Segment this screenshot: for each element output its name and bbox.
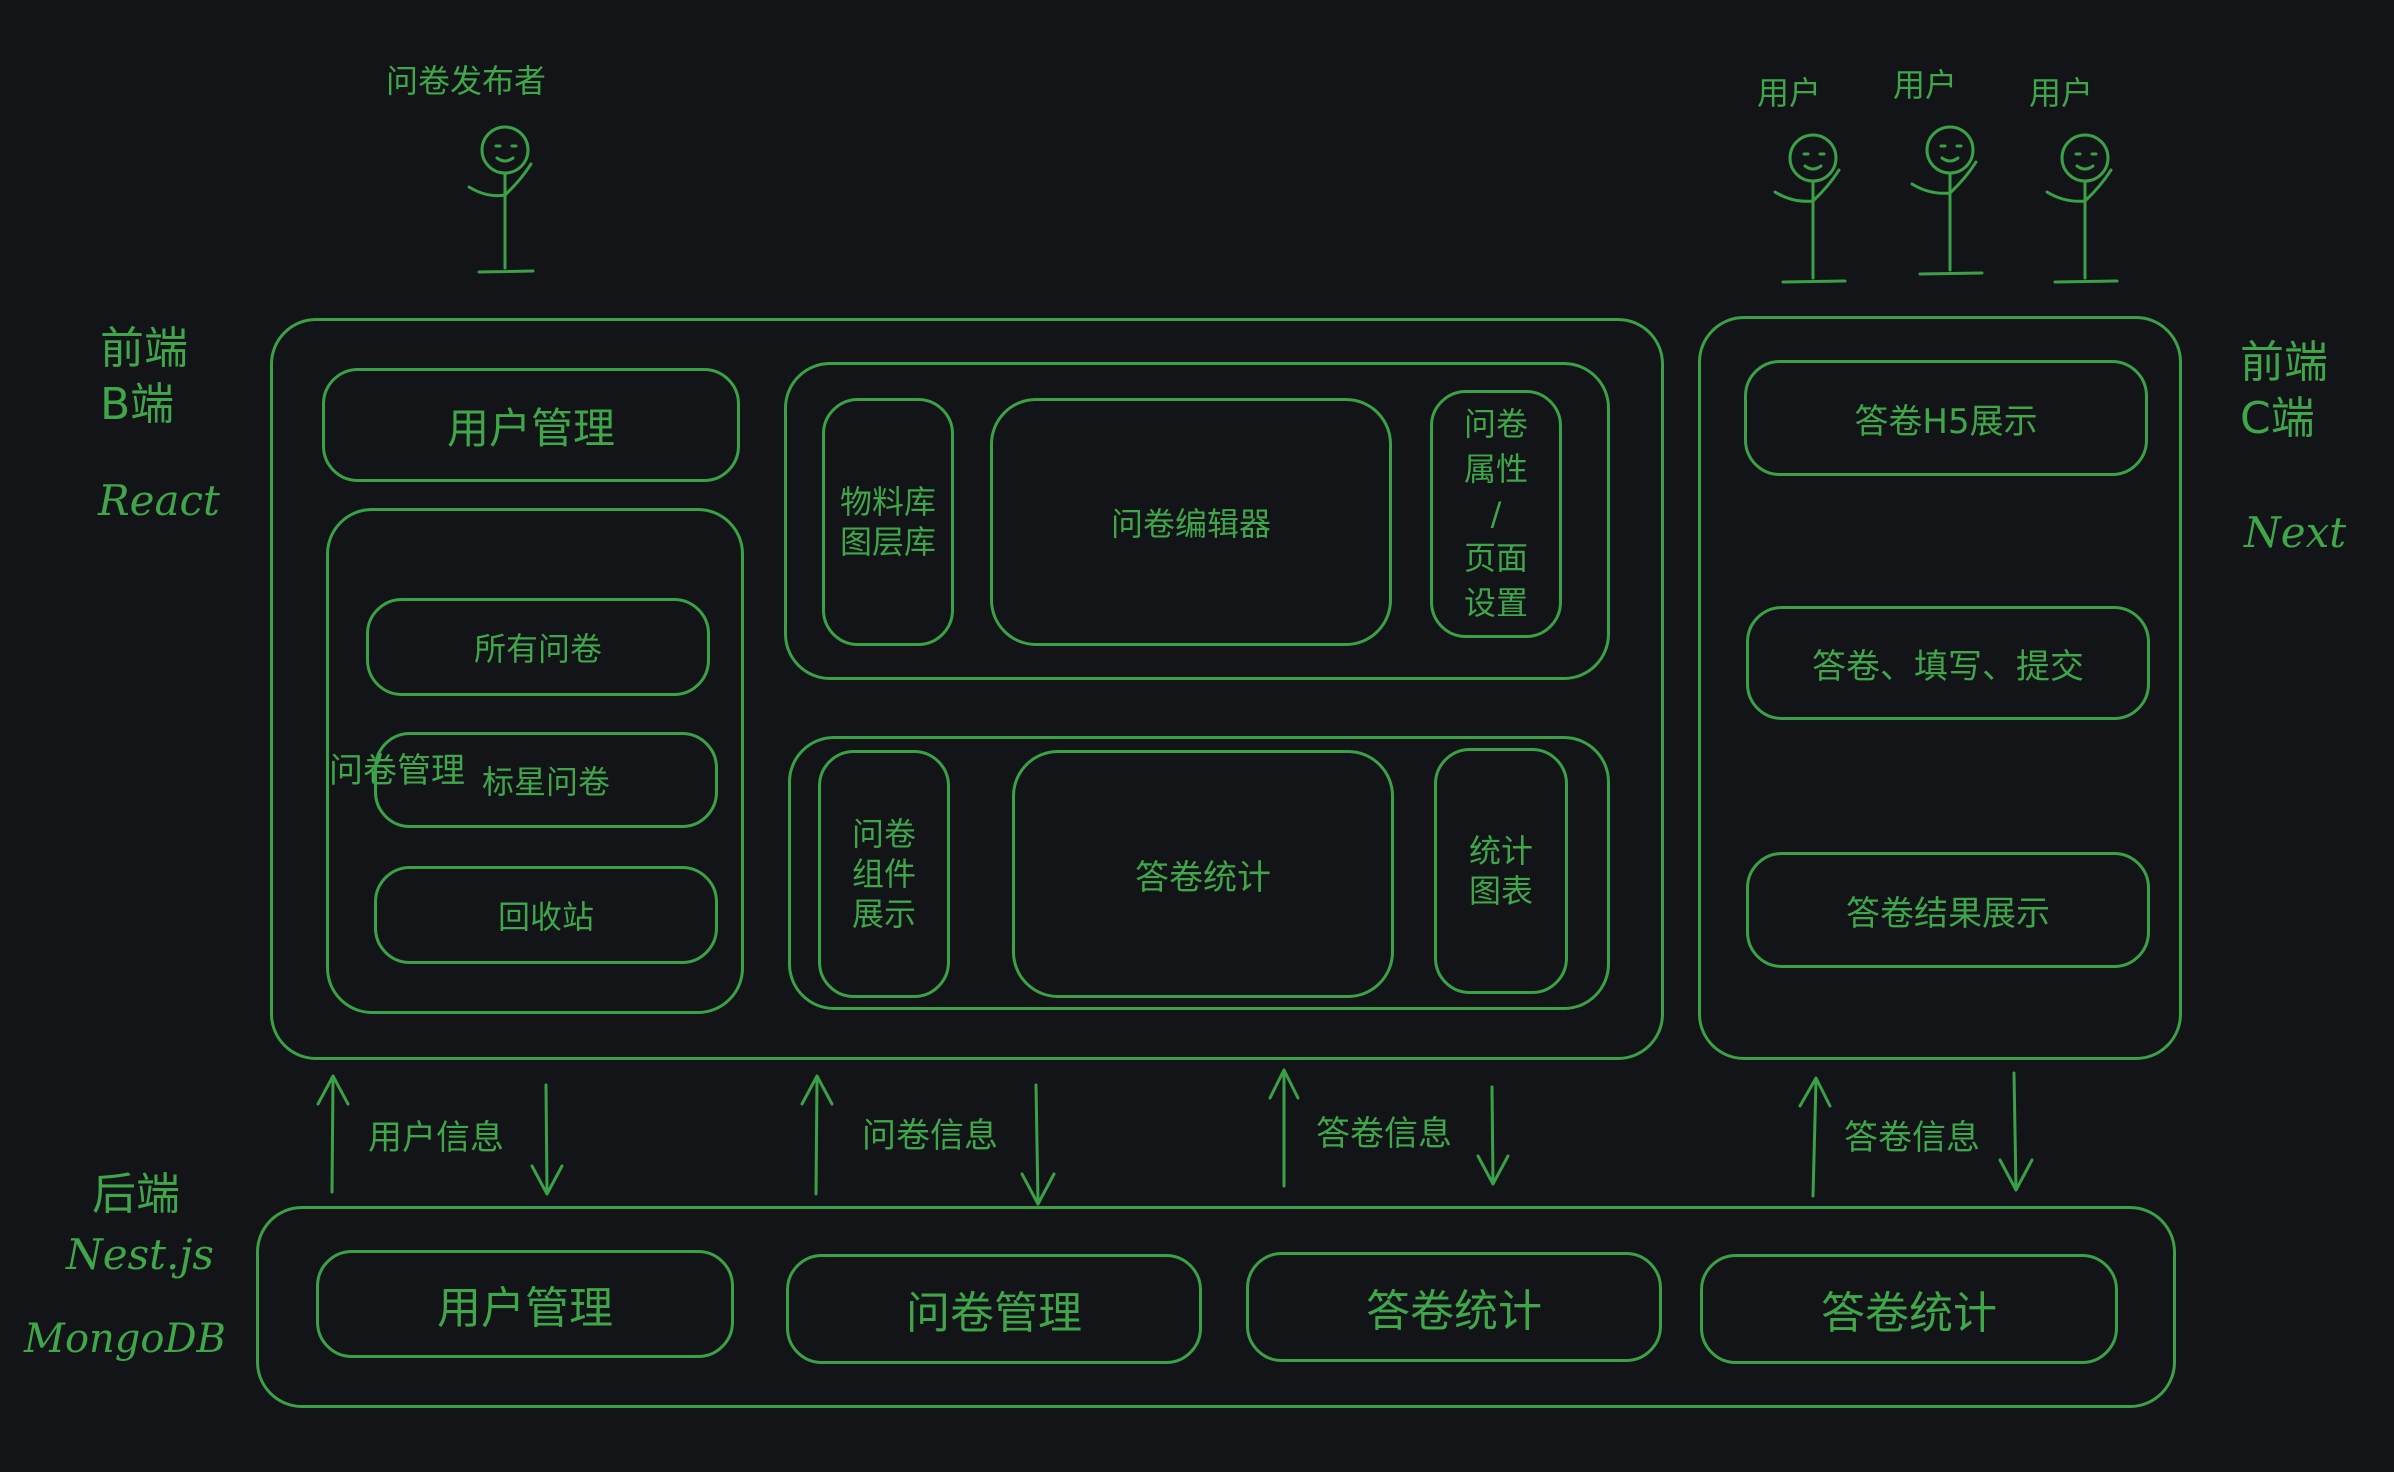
arrow-pair-user-info [316,1074,564,1196]
props-line-2: 属性 [1463,449,1528,488]
user-figure-3-icon [2045,133,2119,284]
arrow-label-survey-info: 问卷信息 [862,1116,998,1156]
arrow-pair-answer-info-1 [1268,1068,1510,1188]
arrow-up-icon [316,1074,350,1194]
mongodb-label: MongoDB [24,1316,226,1362]
answer-stats-box: 答卷统计 [1012,750,1394,998]
user-label-2: 用户 [1893,66,1958,104]
charts-line-1: 统计 [1468,832,1533,870]
result-display-box: 答卷结果展示 [1746,852,2150,968]
arrow-down-icon [530,1083,564,1196]
survey-editor-box: 问卷编辑器 [990,398,1392,646]
materials-line-2: 图层库 [839,523,936,561]
user-figure-2-icon [1910,125,1984,276]
survey-components-box: 问卷 组件 展示 [818,750,950,998]
backend-user-management: 用户管理 [316,1250,734,1358]
user-label-3: 用户 [2029,74,2094,112]
publisher-label: 问卷发布者 [386,62,547,100]
props-line-1: 问卷 [1463,405,1528,443]
nestjs-label: Nest.js [66,1230,214,1279]
arrow-up-icon [1268,1068,1300,1188]
backend-container [256,1206,2176,1408]
all-surveys-box: 所有问卷 [366,598,710,696]
recycle-bin-box: 回收站 [374,866,718,964]
materials-line-1: 物料库 [839,483,936,521]
arrow-down-icon [1998,1071,2034,1192]
user-figure-1-icon [1773,133,1847,284]
b-front-label: 前端 [100,323,188,374]
c-end-label: C端 [2240,393,2315,444]
b-user-management-box: 用户管理 [322,368,740,482]
starred-surveys-box: 标星问卷 [374,732,718,828]
arrow-up-icon [800,1074,834,1196]
arrow-down-icon [1020,1083,1056,1206]
props-line-4: 页面 [1463,539,1528,578]
stats-group-box [788,736,1610,1010]
arrow-label-answer-info-1: 答卷信息 [1316,1114,1452,1154]
arrow-pair-survey-info [800,1074,1056,1206]
editor-group-box [784,362,1610,680]
b-end-label: B端 [100,379,175,430]
h5-display-box: 答卷H5展示 [1744,360,2148,476]
backend-answer-stats-2: 答卷统计 [1700,1254,2118,1364]
c-front-label: 前端 [2240,337,2328,388]
backend-answer-stats-1: 答卷统计 [1246,1252,1662,1362]
stats-charts-box: 统计 图表 [1434,748,1568,994]
next-label: Next [2244,508,2347,557]
arrow-label-user-info: 用户信息 [368,1118,504,1158]
props-line-3: / [1490,494,1502,533]
arrow-pair-answer-info-2 [1798,1071,2034,1198]
components-line-3: 展示 [851,895,916,933]
materials-box: 物料库 图层库 [822,398,954,646]
c-end-container [1698,316,2182,1060]
react-label: React [98,476,220,525]
user-label-1: 用户 [1757,74,1822,112]
backend-survey-management: 问卷管理 [786,1254,1202,1364]
props-line-5: 设置 [1463,584,1528,623]
components-line-1: 问卷 [851,815,916,853]
arrow-up-icon [1798,1076,1832,1198]
arrow-label-answer-info-2: 答卷信息 [1844,1118,1980,1158]
arrow-down-icon [1476,1085,1510,1186]
b-end-container [270,318,1664,1060]
b-survey-management-box: 问卷管理 [326,508,744,1014]
props-settings-box: 问卷 属性 / 页面 设置 [1430,390,1562,638]
fill-submit-box: 答卷、填写、提交 [1746,606,2150,720]
publisher-figure-icon [467,125,535,274]
backend-label: 后端 [92,1169,180,1220]
components-line-2: 组件 [851,855,916,893]
charts-line-2: 图表 [1468,872,1533,910]
